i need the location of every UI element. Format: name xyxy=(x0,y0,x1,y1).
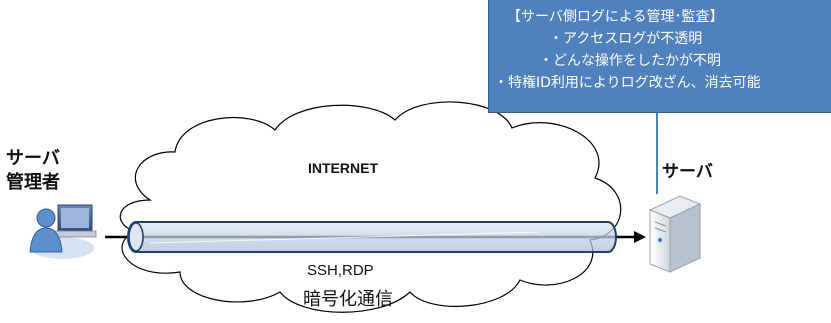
callout-item: ・特権ID利用によりログ改ざん、消去可能 xyxy=(494,75,761,91)
admin-label-line2: 管理者 xyxy=(6,172,60,193)
callout-item: ・アクセスログが不透明 xyxy=(549,31,703,47)
admin-label: サーバ 管理者 xyxy=(6,147,60,195)
server-tower-icon xyxy=(648,195,702,273)
callout-item: ・どんな操作をしたかが不明 xyxy=(539,53,721,69)
log-audit-callout: 【サーバ側ログによる管理･監査】 ・アクセスログが不透明 ・どんな操作をしたかが… xyxy=(488,0,831,113)
callout-title: 【サーバ側ログによる管理･監査】 xyxy=(507,9,724,25)
arrow-head-icon xyxy=(634,231,646,243)
internet-label: INTERNET xyxy=(308,160,378,176)
encrypted-communication-label: 暗号化通信 xyxy=(303,289,393,310)
protocol-label: SSH,RDP xyxy=(307,262,374,279)
internet-cloud xyxy=(119,101,622,313)
tunnel-left-opening xyxy=(128,222,144,252)
admin-label-line1: サーバ xyxy=(6,148,60,169)
tunnel-highlight xyxy=(149,231,541,244)
user-at-computer-icon xyxy=(29,204,97,259)
server-label: サーバ xyxy=(662,162,713,182)
